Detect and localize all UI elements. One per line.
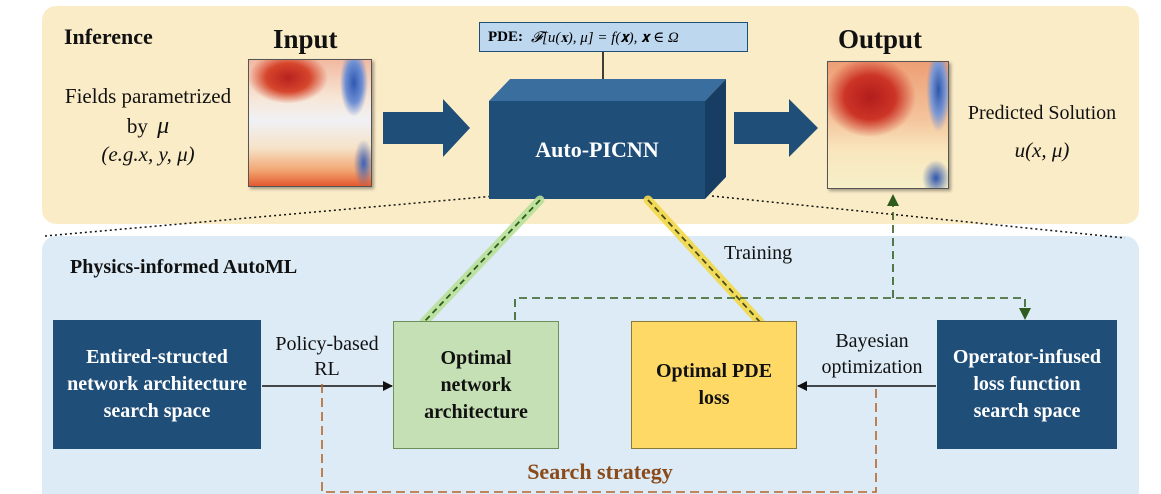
- bayes-label-line1: Bayesian: [835, 330, 909, 352]
- loss-space-line3: search space: [973, 400, 1081, 422]
- fields-line2: by: [126, 114, 148, 138]
- divider-left: [44, 195, 496, 237]
- training-path: [514, 297, 1031, 320]
- fields-mu: μ: [157, 113, 170, 139]
- loss-connector: [647, 199, 761, 323]
- arch-connector: [423, 199, 541, 323]
- divider-right: [711, 195, 1126, 239]
- automl-title: Physics-informed AutoML: [70, 256, 298, 278]
- model-to-output-arrow: [734, 99, 818, 157]
- optimal-arch-line1: Optimal: [440, 346, 512, 369]
- pde-box: PDE: 𝓕[u(𝐱), μ] = f(𝐱), 𝐱 ∈ Ω: [479, 22, 748, 52]
- predicted-line1: Predicted Solution: [967, 102, 1117, 124]
- input-label: Input: [273, 24, 338, 54]
- optimal-loss-box: Optimal PDE loss: [631, 321, 797, 449]
- loss-space-line1: Operator-infused: [952, 346, 1102, 368]
- loss-space-line2: loss function: [973, 373, 1081, 395]
- output-field-image: [827, 61, 949, 189]
- fields-line1: Fields parametrized: [64, 84, 232, 108]
- fields-line2-wrap: by μ: [58, 113, 238, 140]
- output-label: Output: [838, 24, 923, 54]
- input-to-model-arrow: [383, 99, 470, 157]
- optimal-loss-line1: Optimal PDE: [655, 360, 773, 382]
- optimal-arch-line3: architecture: [424, 400, 528, 423]
- fields-line3: (e.g.x, y, μ): [101, 142, 195, 166]
- loss-search-space-box: Operator-infused loss function search sp…: [937, 320, 1117, 449]
- model-name: Auto-PICNN: [535, 137, 659, 162]
- optimal-architecture-box: Optimal network architecture: [393, 321, 559, 449]
- training-label: Training: [724, 242, 793, 264]
- arch-search-space-box: Entired-structed network architecture se…: [53, 320, 261, 449]
- search-strategy-bracket: [321, 384, 877, 493]
- rl-label-line1: Policy-based: [275, 333, 379, 355]
- predicted-line2: u(x, μ): [1014, 138, 1070, 162]
- arch-space-line1: Entired-structed: [86, 346, 228, 368]
- model-box-front: [489, 101, 705, 199]
- search-strategy-label: Search strategy: [527, 459, 673, 484]
- optimal-loss-line2: loss: [698, 387, 730, 409]
- arch-space-line3: search space: [103, 400, 211, 422]
- bayes-label-line2: optimization: [821, 356, 923, 378]
- pde-equation: 𝓕[u(𝐱), μ] = f(𝐱), 𝐱 ∈ Ω: [531, 29, 679, 46]
- input-field-image: [248, 59, 372, 187]
- rl-label-line2: RL: [314, 358, 340, 380]
- inference-title: Inference: [64, 24, 153, 49]
- model-box-side: [705, 79, 726, 199]
- optimal-arch-line2: network: [440, 373, 512, 396]
- model-box-top: [489, 79, 726, 101]
- arch-space-line2: network architecture: [67, 373, 247, 395]
- pde-label: PDE:: [488, 28, 523, 45]
